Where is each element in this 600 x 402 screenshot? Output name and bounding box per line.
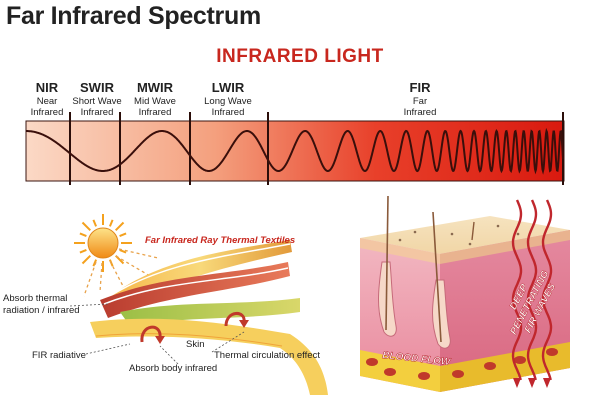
fir-wave-line-2 [526, 199, 538, 381]
band-swir-code: SWIR [80, 80, 114, 95]
band-nir-code: NIR [35, 80, 59, 95]
sun-icon [87, 227, 119, 259]
sun-ray [119, 232, 127, 238]
fir-wave-arrowheads [513, 378, 551, 388]
band-nir-line1: Near [36, 96, 58, 107]
label-absorb-thermal-1: Absorb thermal [3, 293, 67, 304]
textile-layer-outer [108, 240, 292, 310]
blood-cells [366, 348, 558, 380]
leader-lines [69, 303, 245, 365]
band-fir-code: FIR [409, 80, 431, 95]
band-nir: NIR Near Infrared [16, 80, 78, 118]
epidermis-front [360, 238, 440, 264]
band-lwir: LWIR Long Wave Infrared [190, 80, 266, 118]
sun-ray [114, 221, 125, 232]
sun-ray [79, 248, 87, 254]
infrared-light-heading: INFRARED LIGHT [216, 46, 384, 67]
band-fir: FIR Far Infrared [380, 80, 460, 118]
sun-ray [119, 248, 127, 254]
textile-layer-inner [120, 298, 300, 326]
band-lwir-code: LWIR [211, 80, 245, 95]
skin-pores [398, 224, 520, 246]
band-swir-line1: Short Wave [72, 96, 122, 107]
band-mwir: MWIR Mid Wave Infrared [122, 80, 188, 118]
spectrum-wave [26, 127, 564, 175]
epidermis-side [440, 230, 570, 264]
label-absorb-body: Absorb body infrared [129, 363, 217, 374]
sun-ray [92, 259, 98, 267]
label-thermal-circulation: Thermal circulation effect [214, 350, 320, 361]
band-lwir-line2: Infrared [211, 107, 245, 118]
sun-ray [81, 254, 92, 265]
fir-wave-line-1 [511, 199, 523, 381]
page-title: Far Infrared Spectrum [6, 2, 261, 30]
hair-follicles [378, 195, 475, 349]
label-skin: Skin [186, 339, 204, 350]
circulation-arrow-right-head [239, 320, 249, 328]
band-mwir-code: MWIR [136, 80, 174, 95]
fat-layer-side [440, 342, 570, 392]
band-fir-line1: Far [412, 96, 428, 107]
sun-ray [108, 219, 114, 227]
band-mwir-line1: Mid Wave [134, 96, 176, 107]
textiles-title: Far Infrared Ray Thermal Textiles [145, 235, 295, 246]
label-absorb-thermal-2: radiation / infrared [3, 305, 80, 316]
band-lwir-line1: Long Wave [204, 96, 252, 107]
skin-cross-section: DEEP PENETRATING FIR WAVES BLOOD FLOW [360, 195, 570, 392]
sun-ray [81, 221, 92, 232]
textiles-diagram: Far Infrared Ray Thermal Textiles Absorb… [3, 214, 328, 395]
label-fir-radiative: FIR radiative [32, 350, 86, 361]
circulation-arrow-left-head [155, 336, 165, 344]
band-mwir-line2: Infrared [138, 107, 172, 118]
textile-highlight-2 [103, 267, 289, 305]
sun-ray [92, 219, 98, 227]
skin-band-edge [95, 333, 283, 347]
band-nir-line2: Infrared [30, 107, 64, 118]
band-fir-line2: Infrared [403, 107, 437, 118]
fir-wave-line-3 [541, 199, 553, 381]
textile-highlight [109, 243, 291, 297]
band-swir: SWIR Short Wave Infrared [62, 80, 132, 118]
circulation-arrow-left [140, 325, 162, 343]
skin-band [90, 318, 328, 395]
circulation-arrow-right [224, 312, 246, 327]
band-swir-line2: Infrared [80, 107, 114, 118]
sun-radiation-arrows [83, 248, 159, 297]
fat-layer-front [360, 350, 440, 392]
sun-ray [79, 232, 87, 238]
